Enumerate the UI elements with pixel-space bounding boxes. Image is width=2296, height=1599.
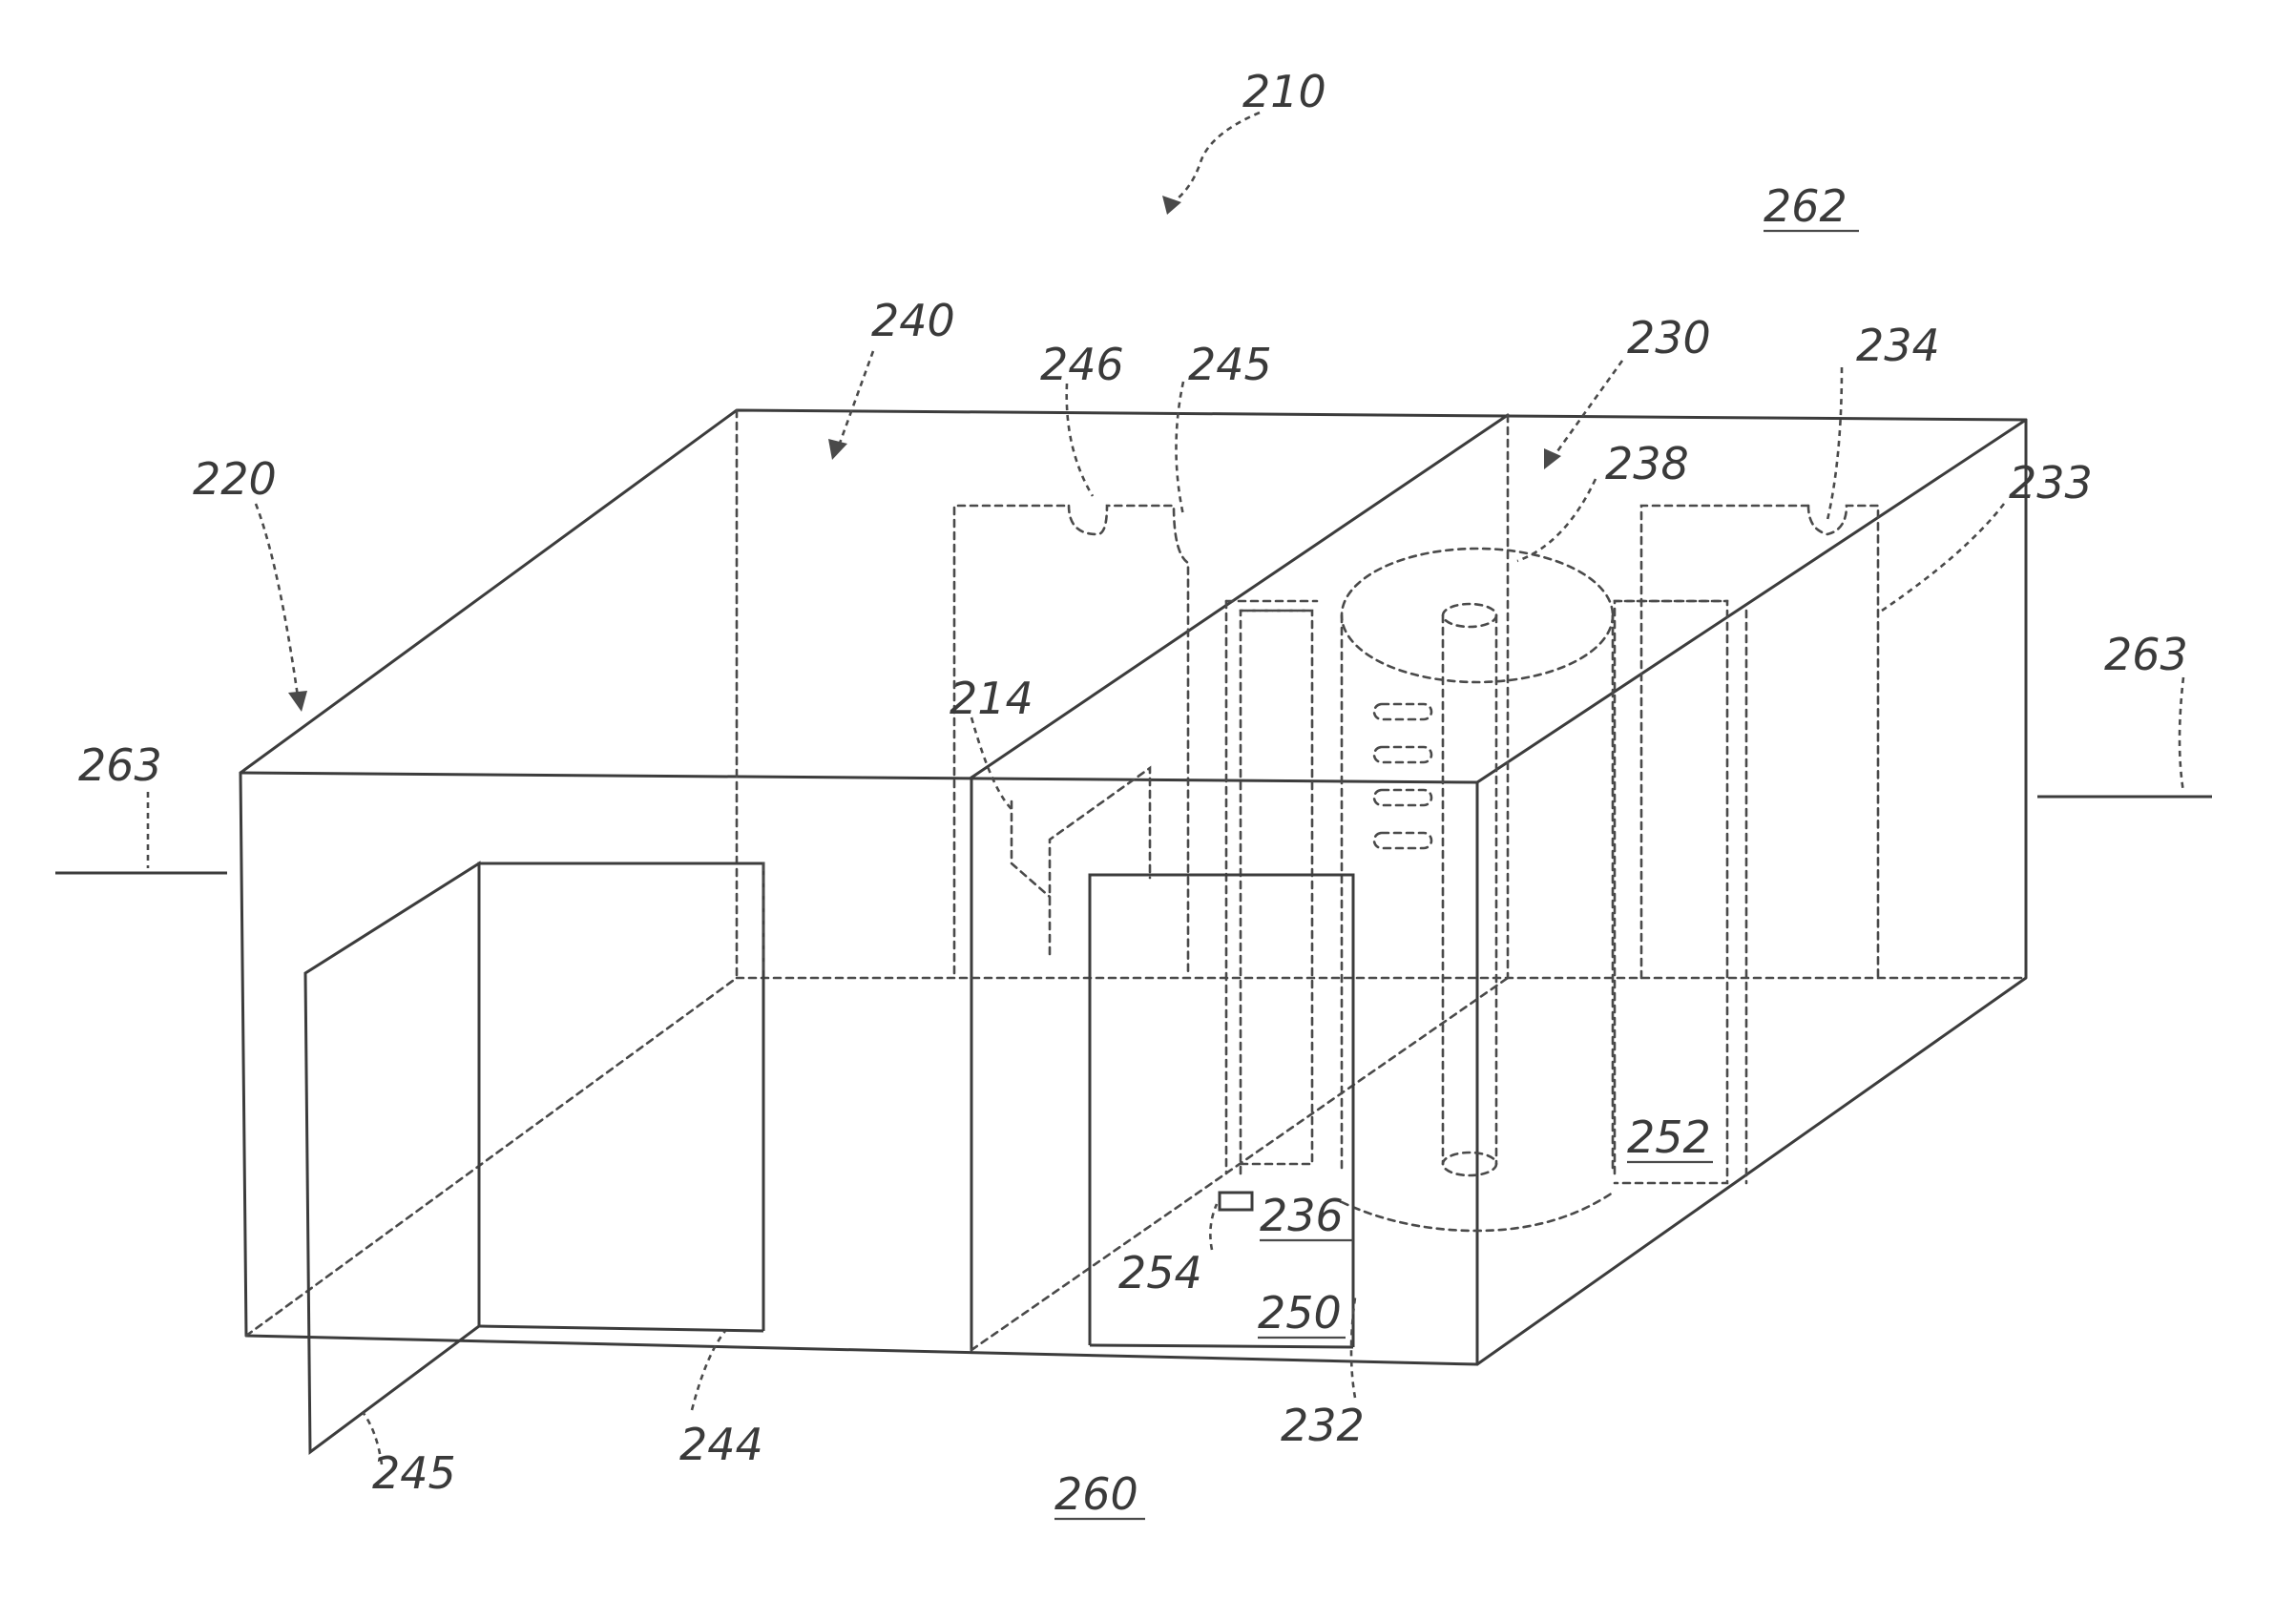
left-door xyxy=(305,863,763,1452)
ref-214: 214 xyxy=(950,673,1033,724)
ref-220: 220 xyxy=(193,453,277,505)
ref-230: 230 xyxy=(1627,312,1711,363)
ref-244: 244 xyxy=(679,1419,763,1470)
ref-254: 254 xyxy=(1118,1247,1202,1298)
reference-numerals: 210 262 240 246 245 230 234 220 238 233 … xyxy=(78,66,2188,1520)
ref-263-left: 263 xyxy=(78,739,162,791)
enclosure-outline xyxy=(240,410,2026,1364)
ref-245-top: 245 xyxy=(1188,339,1272,390)
ref-263-right: 263 xyxy=(2104,629,2188,680)
hidden-lines xyxy=(246,410,2026,1350)
ref-232: 232 xyxy=(1281,1400,1365,1451)
top-face xyxy=(240,410,2026,782)
ref-210: 210 xyxy=(1242,66,1326,117)
ref-262: 262 xyxy=(1764,180,1847,232)
ref-245-bottom: 245 xyxy=(372,1447,456,1499)
ref-233: 233 xyxy=(2009,457,2093,509)
ref-236: 236 xyxy=(1260,1190,1344,1241)
ref-250: 250 xyxy=(1258,1287,1342,1339)
ref-238: 238 xyxy=(1605,438,1689,489)
ref-260: 260 xyxy=(1054,1468,1138,1520)
ref-252: 252 xyxy=(1627,1111,1711,1163)
ref-240: 240 xyxy=(871,295,955,346)
ref-234: 234 xyxy=(1856,320,1940,371)
front-face xyxy=(240,773,1477,1364)
ref-246: 246 xyxy=(1040,339,1124,390)
